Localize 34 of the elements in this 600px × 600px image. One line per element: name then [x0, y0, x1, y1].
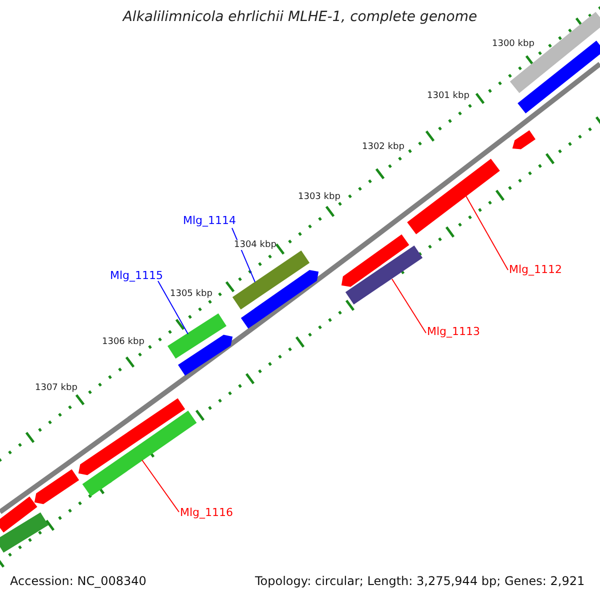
footer-text: Topology: circular; Length: 3,275,944 bp; Genes: 2,921	[255, 574, 585, 588]
gene-bar	[78, 398, 186, 476]
gene-bar	[512, 130, 536, 150]
gene-label: Mlg_1114	[183, 214, 236, 227]
leader-line	[466, 196, 508, 270]
gene-label: Mlg_1112	[509, 263, 562, 276]
gene-label: Mlg_1115	[110, 269, 164, 282]
scale-label: 1303 kbp	[298, 192, 340, 202]
gene-bar	[240, 270, 319, 329]
gene-bar	[345, 246, 423, 304]
scale-label: 1306 kbp	[102, 337, 144, 347]
gene-bar	[518, 40, 600, 114]
leader-line	[392, 278, 426, 334]
gene-bar	[168, 313, 226, 359]
scale-label: 1300 kbp	[492, 39, 534, 49]
scale-label: 1302 kbp	[362, 142, 404, 152]
gene-bar	[407, 158, 500, 234]
gene-bar	[0, 496, 38, 532]
gene-bar	[232, 250, 310, 310]
gene-bar	[178, 334, 233, 376]
title: Alkalilimnicola ehrlichii MLHE-1, complete genome	[122, 9, 478, 25]
scale-label: 1307 kbp	[35, 383, 78, 393]
leader-line	[158, 280, 188, 334]
scale-label: 1301 kbp	[427, 91, 470, 101]
scale-label: 1304 kbp	[234, 240, 276, 250]
leader-line	[142, 460, 180, 512]
gene-bar	[0, 512, 48, 553]
gene-label: Mlg_1116	[180, 506, 234, 519]
gene-label: Mlg_1113	[427, 325, 480, 338]
scale-label: 1305 kbp	[170, 289, 212, 299]
gene-bar	[34, 469, 80, 504]
gene-bar	[341, 234, 410, 287]
footer-text: Accession: NC_008340	[10, 574, 146, 588]
gene-bar	[82, 410, 197, 496]
